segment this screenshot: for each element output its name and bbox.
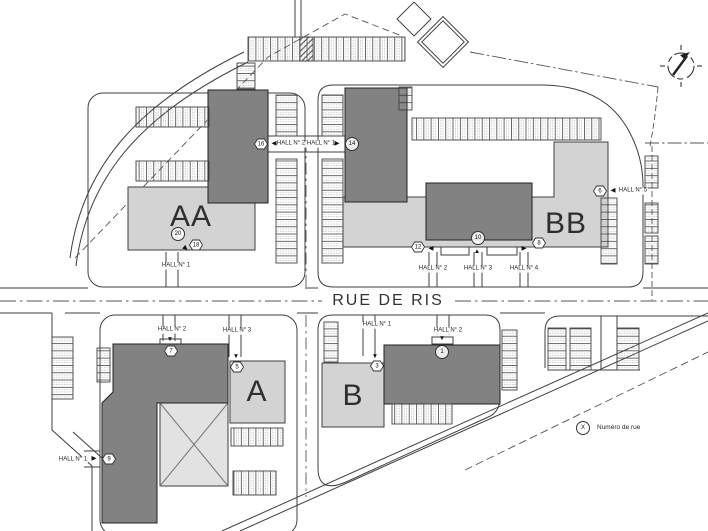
- legend-number-symbol: X: [576, 421, 590, 435]
- street-number-14: 14: [345, 137, 359, 151]
- street-number-3: 3: [370, 360, 384, 372]
- arrow-right-icon: ▶: [521, 244, 527, 252]
- transformer-structure: [396, 1, 470, 69]
- arrow-up-icon: ▲: [473, 247, 481, 255]
- arrow-left-icon: ◀: [271, 139, 277, 147]
- street-number-9: 9: [102, 453, 116, 465]
- hall-label-aa-1: HALL N° 1: [160, 262, 192, 270]
- street-number-16: 16: [254, 138, 268, 150]
- legend-label: Numéro de rue: [597, 423, 641, 431]
- hall-label-a-3: HALL N° 3: [221, 327, 253, 335]
- arrow-down-icon: ▼: [438, 334, 446, 342]
- building-label-b: B: [342, 379, 364, 412]
- hall-label-bb-4: HALL N° 4: [508, 265, 540, 273]
- arrow-right-icon: ▶: [91, 454, 97, 462]
- building-label-bb: BB: [544, 207, 588, 240]
- arrow-down-icon: ▼: [166, 335, 174, 343]
- arrow-right-icon: ▶: [334, 139, 340, 147]
- street-number-5: 5: [230, 361, 244, 373]
- hall-label-path-aa-2: HALL N° 2: [275, 140, 307, 148]
- street-number-20: 20: [171, 227, 185, 241]
- street-number-12: 12: [411, 241, 425, 253]
- hall-label-b-2: HALL N° 2: [432, 327, 464, 335]
- arrow-left-icon: ◀: [610, 186, 616, 194]
- arrow-down-icon: ▼: [232, 352, 240, 360]
- street-number-18: 18: [189, 239, 203, 251]
- north-arrow-icon: [660, 45, 702, 87]
- building-bb-south-block: [425, 182, 533, 241]
- building-label-aa: AA: [169, 200, 213, 233]
- hall-label-b-1: HALL N° 1: [361, 321, 393, 329]
- hall-label-bb-3: HALL N° 3: [462, 265, 494, 273]
- street-number-10: 10: [471, 231, 485, 245]
- courtyard-crossed: [159, 402, 229, 487]
- street-number-6: 6: [593, 185, 607, 197]
- arrow-left-icon: ◀: [428, 244, 434, 252]
- street-number-8: 8: [532, 237, 546, 249]
- street-number-7: 7: [164, 345, 178, 357]
- hall-label-bb-2: HALL N° 2: [417, 265, 449, 273]
- arrow-down-icon: ▼: [371, 352, 379, 360]
- hall-label-path-bb-1: HALL N° 1: [305, 140, 337, 148]
- boundary-lines: [0, 13, 708, 497]
- hall-label-a-2: HALL N° 2: [156, 326, 188, 334]
- building-label-a: A: [246, 375, 268, 408]
- building-a-main: [101, 343, 229, 524]
- hall-label-a-1: HALL N° 1: [57, 456, 89, 464]
- hall-label-bb-5: HALL N° 5: [617, 187, 649, 195]
- street-number-1: 1: [435, 345, 449, 359]
- parking-stall-strips: [51, 36, 659, 496]
- street-label: RUE DE RIS: [326, 293, 450, 309]
